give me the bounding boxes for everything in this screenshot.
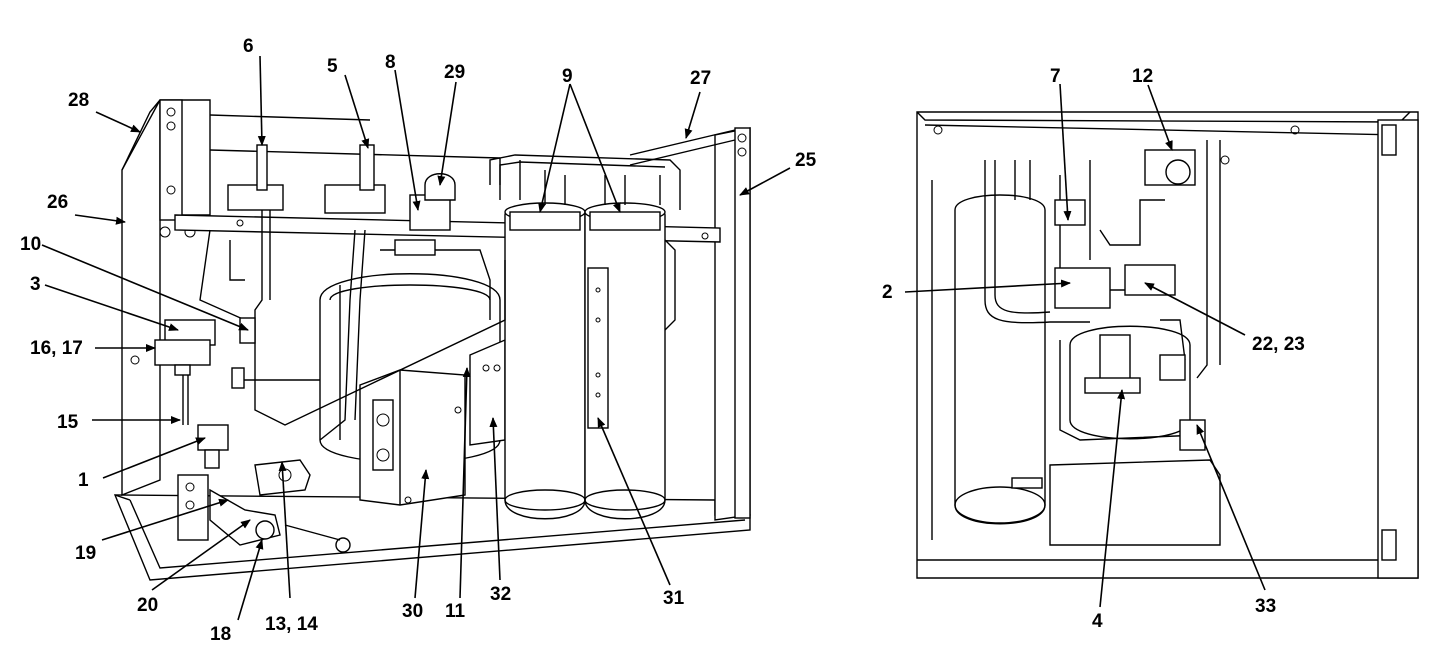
cylinders [504,202,666,520]
callout-10: 10 [20,234,41,255]
left-frame [121,99,211,497]
callout-8: 8 [385,52,396,73]
accumulator [954,194,1046,525]
callout-29: 29 [444,62,465,83]
callout-22-23: 22, 23 [1252,334,1305,355]
callout-28: 28 [68,90,89,111]
callout-9: 9 [562,66,573,87]
callout-15: 15 [57,412,79,433]
callout-30: 30 [402,601,423,622]
valve-group [227,144,456,389]
callout-32: 32 [490,584,511,605]
left-unit-view [113,99,751,581]
callout-18: 18 [210,624,231,645]
callout-labels: 1 2 3 4 5 6 7 8 9 10 11 12 13, 14 15 16,… [20,36,1305,645]
callout-16-17: 16, 17 [30,338,83,359]
mounting-strip [587,267,609,429]
callout-11: 11 [445,601,466,622]
right-frame [629,127,751,521]
callout-1: 1 [78,470,89,491]
callout-19: 19 [75,543,96,564]
callout-2: 2 [882,282,893,303]
callout-12: 12 [1132,66,1153,87]
callout-5: 5 [327,56,338,77]
gas-valve [154,319,216,425]
callout-33: 33 [1255,596,1276,617]
callout-31: 31 [663,588,685,609]
pressure-switch [197,424,229,469]
bracket [469,338,506,446]
callout-7: 7 [1050,66,1061,87]
electrical-box [359,369,466,506]
callout-13-14: 13, 14 [265,614,318,635]
top-piping [489,154,681,331]
callout-6: 6 [243,36,254,57]
callout-20: 20 [137,595,158,616]
callout-4: 4 [1092,611,1103,632]
callout-27: 27 [690,68,711,89]
leader-lines [41,55,1266,621]
callout-25: 25 [795,150,817,171]
callout-26: 26 [47,192,68,213]
right-unit-view [916,111,1419,579]
callout-3: 3 [30,274,41,295]
